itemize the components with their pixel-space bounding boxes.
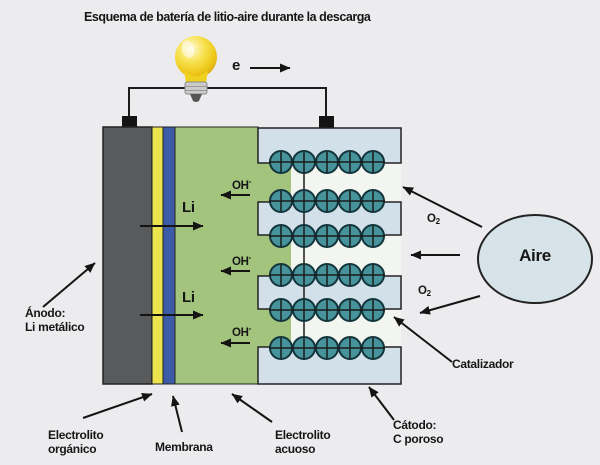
electron-label: e	[232, 57, 241, 74]
air-label: Aire	[519, 246, 551, 265]
hydroxide-label-2: OH-	[232, 253, 252, 268]
battery-terminal-right	[319, 116, 334, 128]
aqueous-electrolyte-label: Electrolito acuoso	[275, 428, 331, 456]
aqueous-electrolyte-layer	[174, 126, 259, 385]
circuit-wire	[128, 87, 327, 118]
catalyst-particles	[269, 150, 385, 360]
arrows	[42, 63, 483, 433]
membrane-pointer-arrow	[171, 395, 183, 433]
organic-pointer-arrow	[82, 393, 153, 419]
hydroxide-label-3: OH-	[232, 324, 252, 339]
cathode-label: Cátodo: C poroso	[393, 418, 444, 446]
li-ion-label-2: Li	[182, 289, 195, 306]
organic-electrolyte-label: Electrolito orgánico	[48, 428, 104, 456]
catalyst-pointer-arrow	[393, 316, 453, 363]
hydroxide-label-1: OH-	[232, 177, 252, 192]
anode-pointer-arrow	[42, 262, 96, 308]
anode-layer	[102, 126, 153, 385]
oxygen-label-2: O2	[418, 285, 432, 298]
diagram-title: Esquema de batería de litio-aire durante…	[84, 10, 371, 24]
membrane-label: Membrana	[155, 440, 213, 454]
organic-electrolyte-layer	[151, 126, 164, 385]
air-ellipse	[477, 214, 593, 304]
membrane-layer	[162, 126, 176, 385]
oxygen-arrow-bottom	[419, 295, 481, 315]
cathode-pointer-arrow	[368, 386, 395, 421]
catalyst-label: Catalizador	[452, 357, 514, 371]
aqueous-pointer-arrow	[231, 393, 273, 423]
oxygen-label-1: O2	[427, 213, 441, 226]
battery-terminal-left	[122, 116, 137, 128]
anode-label: Ánodo: Li metálico	[25, 306, 85, 334]
li-ion-label-1: Li	[182, 199, 195, 216]
oxygen-arrow-top	[402, 186, 483, 228]
lightbulb-icon	[175, 36, 217, 102]
